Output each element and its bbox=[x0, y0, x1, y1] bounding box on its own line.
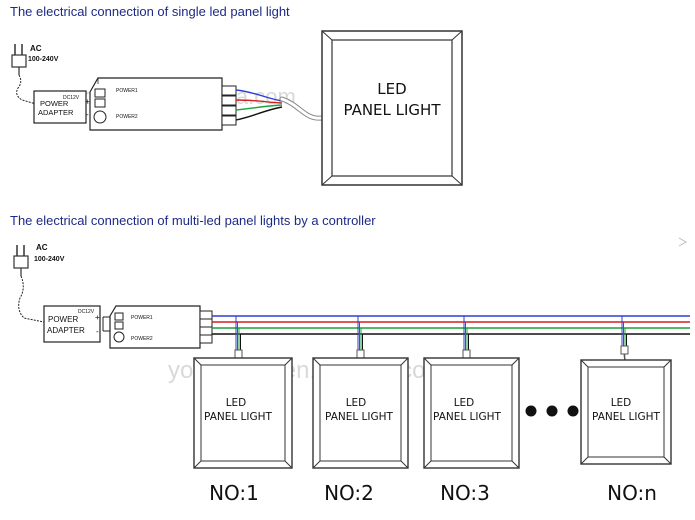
adapter-minus-2: - bbox=[96, 327, 99, 336]
adapter-label-adapter: ADAPTER bbox=[38, 108, 74, 117]
panel-1-label-panel-light: PANEL LIGHT bbox=[204, 411, 272, 423]
dc12v-label: DC12V bbox=[63, 95, 80, 101]
ac-cable bbox=[16, 74, 37, 105]
panel-3-label-panel-light: PANEL LIGHT bbox=[433, 411, 501, 423]
panel-n-number: NO:n bbox=[607, 481, 657, 505]
led-panel-1 bbox=[193, 357, 293, 469]
panel-1-number: NO:1 bbox=[209, 481, 259, 505]
ac-cable-2 bbox=[18, 275, 45, 323]
adapter-label-power-2: POWER bbox=[48, 315, 78, 324]
panel-3-label-led: LED bbox=[454, 397, 475, 409]
single-panel-label-led: LED bbox=[377, 80, 406, 98]
adapter-minus: - bbox=[86, 110, 89, 119]
panel-n-label-led: LED bbox=[611, 397, 632, 409]
power-adapter-2 bbox=[43, 305, 101, 343]
controller-port2-label: POWER2 bbox=[116, 114, 138, 120]
ac-label-2: AC bbox=[36, 243, 48, 252]
panel-2-label-panel-light: PANEL LIGHT bbox=[325, 411, 393, 423]
power-adapter bbox=[33, 90, 87, 124]
controller-2-port1-label: POWER1 bbox=[131, 315, 153, 321]
adapter-label-power: POWER bbox=[40, 99, 69, 108]
controller-2-port2-label: POWER2 bbox=[131, 336, 153, 342]
led-panel-3 bbox=[423, 357, 520, 469]
panel-n-label-panel-light: PANEL LIGHT bbox=[592, 411, 660, 423]
controller-2 bbox=[109, 305, 213, 349]
heading-single-connection: The electrical connection of single led … bbox=[10, 4, 290, 19]
edge-mark-icon bbox=[678, 237, 688, 247]
ac-voltage-label: 100-240V bbox=[28, 56, 59, 63]
ellipsis-dots bbox=[525, 405, 579, 417]
heading-multi-connection: The electrical connection of multi-led p… bbox=[10, 213, 376, 228]
plug-icon bbox=[11, 44, 27, 75]
panel-3-number: NO:3 bbox=[440, 481, 490, 505]
panel-1-label-led: LED bbox=[226, 397, 247, 409]
adapter-plus: + bbox=[85, 97, 90, 106]
adapter-plus-2: + bbox=[95, 313, 100, 322]
single-led-panel bbox=[321, 30, 463, 186]
bus-wires bbox=[212, 315, 690, 335]
panel-2-number: NO:2 bbox=[324, 481, 374, 505]
dc12v-label-2: DC12V bbox=[78, 309, 95, 315]
single-panel-label-panel-light: PANEL LIGHT bbox=[343, 101, 441, 119]
controller bbox=[89, 77, 237, 131]
adapter-label-adapter-2: ADAPTER bbox=[47, 326, 85, 335]
top-wires bbox=[235, 89, 325, 121]
led-panel-2 bbox=[312, 357, 409, 469]
ac-label: AC bbox=[30, 44, 42, 53]
panel-2-label-led: LED bbox=[346, 397, 367, 409]
led-panel-n bbox=[580, 359, 672, 465]
ac-voltage-label-2: 100-240V bbox=[34, 256, 65, 263]
controller-port1-label: POWER1 bbox=[116, 88, 138, 94]
plug-icon-2 bbox=[13, 245, 29, 276]
